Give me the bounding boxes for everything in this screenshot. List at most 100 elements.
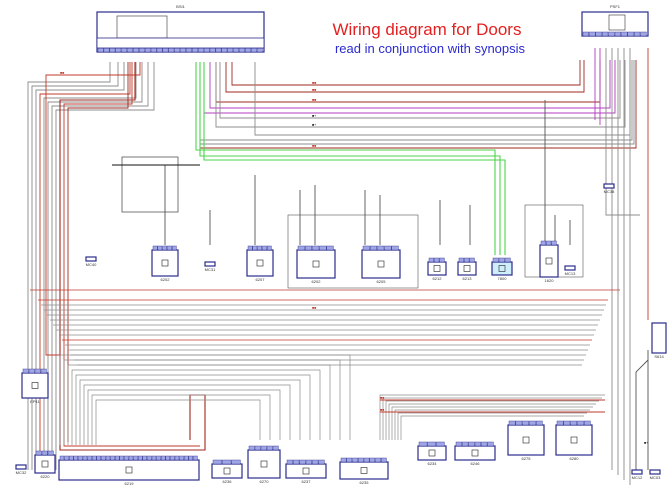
component-mc13[interactable]: MC13 — [564, 265, 576, 276]
connector-pin — [197, 47, 204, 53]
component-label: 6205 — [377, 279, 387, 284]
connector-pin — [64, 455, 69, 461]
component-body — [361, 249, 401, 279]
component-body — [603, 183, 615, 189]
component-label: EP11 — [30, 399, 40, 404]
loop-wire — [91, 394, 271, 445]
connector-pin — [227, 47, 234, 53]
component-c6205[interactable]: 6205 — [361, 245, 401, 284]
connector-pin — [546, 240, 552, 246]
connector-pin — [439, 257, 445, 263]
component-psf[interactable]: PSF1 — [581, 4, 649, 37]
connector-pin — [183, 455, 189, 461]
connector-pin — [384, 245, 392, 251]
component-label: 6202 — [312, 279, 322, 284]
component-c6202a[interactable]: 6202 — [151, 245, 179, 282]
component-c6280[interactable]: 6280 — [555, 420, 593, 461]
window-motor-icon — [377, 260, 385, 268]
component-body — [85, 256, 97, 262]
connector-pin — [346, 457, 353, 463]
connector-pin — [455, 441, 462, 447]
component-c6212[interactable]: 6212 — [427, 257, 447, 281]
component-c6207[interactable]: 6207 — [246, 245, 274, 282]
connector-pin — [103, 47, 110, 53]
connector-pin — [168, 47, 175, 53]
connector-pin — [577, 420, 584, 426]
loop-wire — [87, 389, 281, 445]
connector-pin — [239, 47, 245, 53]
loop-wire — [385, 400, 599, 440]
module-icon — [360, 467, 368, 474]
switch-icon — [433, 265, 441, 272]
lock-icon — [161, 259, 169, 267]
connector-pin — [179, 455, 184, 461]
component-c6219[interactable]: 6219 — [58, 455, 200, 486]
bus-wire — [225, 60, 585, 93]
connector-pin — [262, 245, 267, 251]
component-label: 7800 — [498, 276, 508, 281]
connector-pin — [35, 450, 42, 456]
component-mc03[interactable]: MC03 — [649, 469, 661, 480]
component-c6246[interactable]: 6246 — [454, 441, 496, 466]
motor-icon — [545, 257, 553, 265]
component-c7800[interactable]: 7800 — [491, 257, 513, 281]
component-c6275[interactable]: 6275 — [507, 420, 545, 461]
connector-pin — [469, 257, 475, 263]
bus-wire — [231, 60, 581, 86]
connector-pin — [570, 420, 577, 426]
component-body — [34, 454, 56, 474]
bus-wire — [199, 60, 633, 141]
component-c6213[interactable]: 6213 — [457, 257, 477, 281]
mirror-icon — [522, 436, 530, 444]
connector-pin — [115, 47, 122, 53]
signal-wire-green — [195, 62, 496, 255]
component-mc32[interactable]: MC32 — [15, 464, 27, 475]
component-mc38[interactable]: MC38 — [603, 183, 615, 194]
component-body — [151, 249, 179, 277]
component-body — [247, 449, 281, 479]
connector-pin — [59, 455, 65, 461]
connector-pin — [137, 455, 143, 461]
connector-pin — [124, 455, 129, 461]
window-motor-icon — [312, 260, 320, 268]
component-mc12[interactable]: MC12 — [631, 469, 643, 480]
connector-pin — [209, 47, 216, 53]
component-s614[interactable]: S614 — [651, 322, 667, 359]
wire-tag: ■■ — [312, 81, 316, 85]
component-body — [454, 445, 496, 461]
component-mc40[interactable]: MC40 — [85, 256, 97, 267]
connector-pin — [358, 457, 364, 463]
wire-tag: ■+ — [312, 114, 316, 118]
connector-pin — [156, 455, 161, 461]
component-c6236[interactable]: 6236 — [211, 459, 243, 484]
component-c6270[interactable]: 6270 — [247, 445, 281, 484]
connector-pin — [215, 47, 222, 53]
connector-pin — [222, 459, 232, 465]
wire-tag: ■+ — [312, 123, 316, 127]
component-c6220[interactable]: 6220 — [34, 450, 56, 479]
component-body — [58, 459, 200, 481]
connector-pin — [171, 245, 177, 251]
component-e12[interactable]: EP11 — [21, 368, 49, 404]
lock-icon — [41, 460, 49, 468]
component-mc31[interactable]: MC31 — [204, 261, 216, 272]
component-c6235[interactable]: 6235 — [339, 457, 389, 485]
connector-pin — [608, 31, 615, 37]
mirror-icon — [260, 460, 268, 468]
display-icon — [498, 265, 506, 272]
connector-pin — [318, 459, 325, 465]
component-label: 6212 — [433, 276, 443, 281]
component-c6237[interactable]: 6237 — [285, 459, 327, 484]
component-c1620[interactable]: 1620 — [539, 240, 559, 283]
connector-pin — [556, 420, 564, 426]
connector-pin — [305, 459, 312, 465]
connector-pin — [418, 441, 428, 447]
connector-pin — [305, 245, 313, 251]
connector-pin — [621, 31, 628, 37]
connector-pin — [297, 245, 305, 251]
component-c6202b[interactable]: 6202 — [296, 245, 336, 284]
component-c6234[interactable]: 6234 — [417, 441, 447, 466]
component-body — [651, 322, 667, 354]
connector-pin — [247, 245, 253, 251]
frame — [287, 214, 419, 289]
